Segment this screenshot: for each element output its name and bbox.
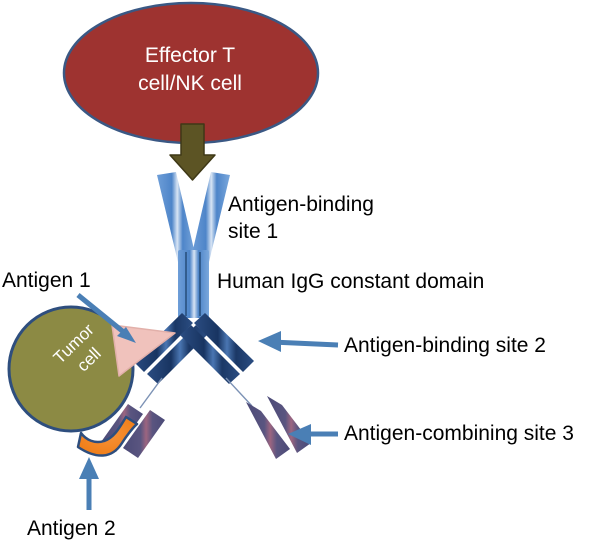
antigen-2-arrow-head	[79, 457, 99, 479]
effector-engagement-arrow-icon	[169, 123, 216, 181]
acs3-right-bar-a	[246, 402, 290, 459]
antigen-1-arrow-shaft	[76, 293, 128, 336]
antibody-upper-arms	[157, 172, 230, 318]
antigen-binding-site-1-label-line1: Antigen-binding	[228, 193, 374, 216]
antigen-binding-site-1-label-line2: site 1	[228, 219, 279, 243]
antigen-1-arrow-head	[117, 327, 136, 343]
antigen-binding-site-1-label: Antigen-binding site 1	[228, 192, 374, 246]
acs3-left-bar-b	[123, 410, 165, 458]
effector-cell-label: Effector T cell/NK cell	[60, 42, 320, 97]
antigen-2-callout-arrow	[79, 457, 99, 510]
antigen-binding-site-2-callout-arrow	[258, 331, 339, 352]
antigen-2-label: Antigen 2	[27, 517, 116, 540]
tumor-cell-circle	[7, 305, 135, 433]
antigen-1-label: Antigen 1	[2, 269, 91, 292]
antibody-stem	[178, 250, 209, 318]
linker-right	[225, 377, 253, 407]
effector-cell-label-line1: Effector T	[144, 44, 236, 67]
antigen-1-callout-arrow	[76, 293, 136, 343]
antigen-binding-site-2-label: Antigen-binding site 2	[344, 334, 546, 357]
antigen-binding-site-2-right-inner	[180, 325, 240, 384]
antigen-2-hook	[76, 415, 139, 457]
antigen-combining-site-3-label: Antigen-combining site 3	[344, 422, 574, 445]
antigen-combining-site-3-callout-arrow	[288, 424, 338, 445]
abs2-arrow-head	[258, 331, 281, 352]
antigen-combining-site-3-right	[246, 396, 311, 459]
effector-cell-label-line2: cell/NK cell	[138, 71, 242, 95]
antigen-binding-site-1-right-arm	[191, 172, 230, 262]
acs3-arrow-head	[288, 424, 311, 445]
antigen-binding-site-1-left-arm	[157, 172, 196, 262]
antigen-binding-site-2-right-outer	[194, 313, 254, 372]
human-igg-constant-domain-label: Human IgG constant domain	[217, 270, 485, 293]
linker-left	[139, 377, 163, 409]
abs2-arrow-shaft	[271, 339, 339, 348]
